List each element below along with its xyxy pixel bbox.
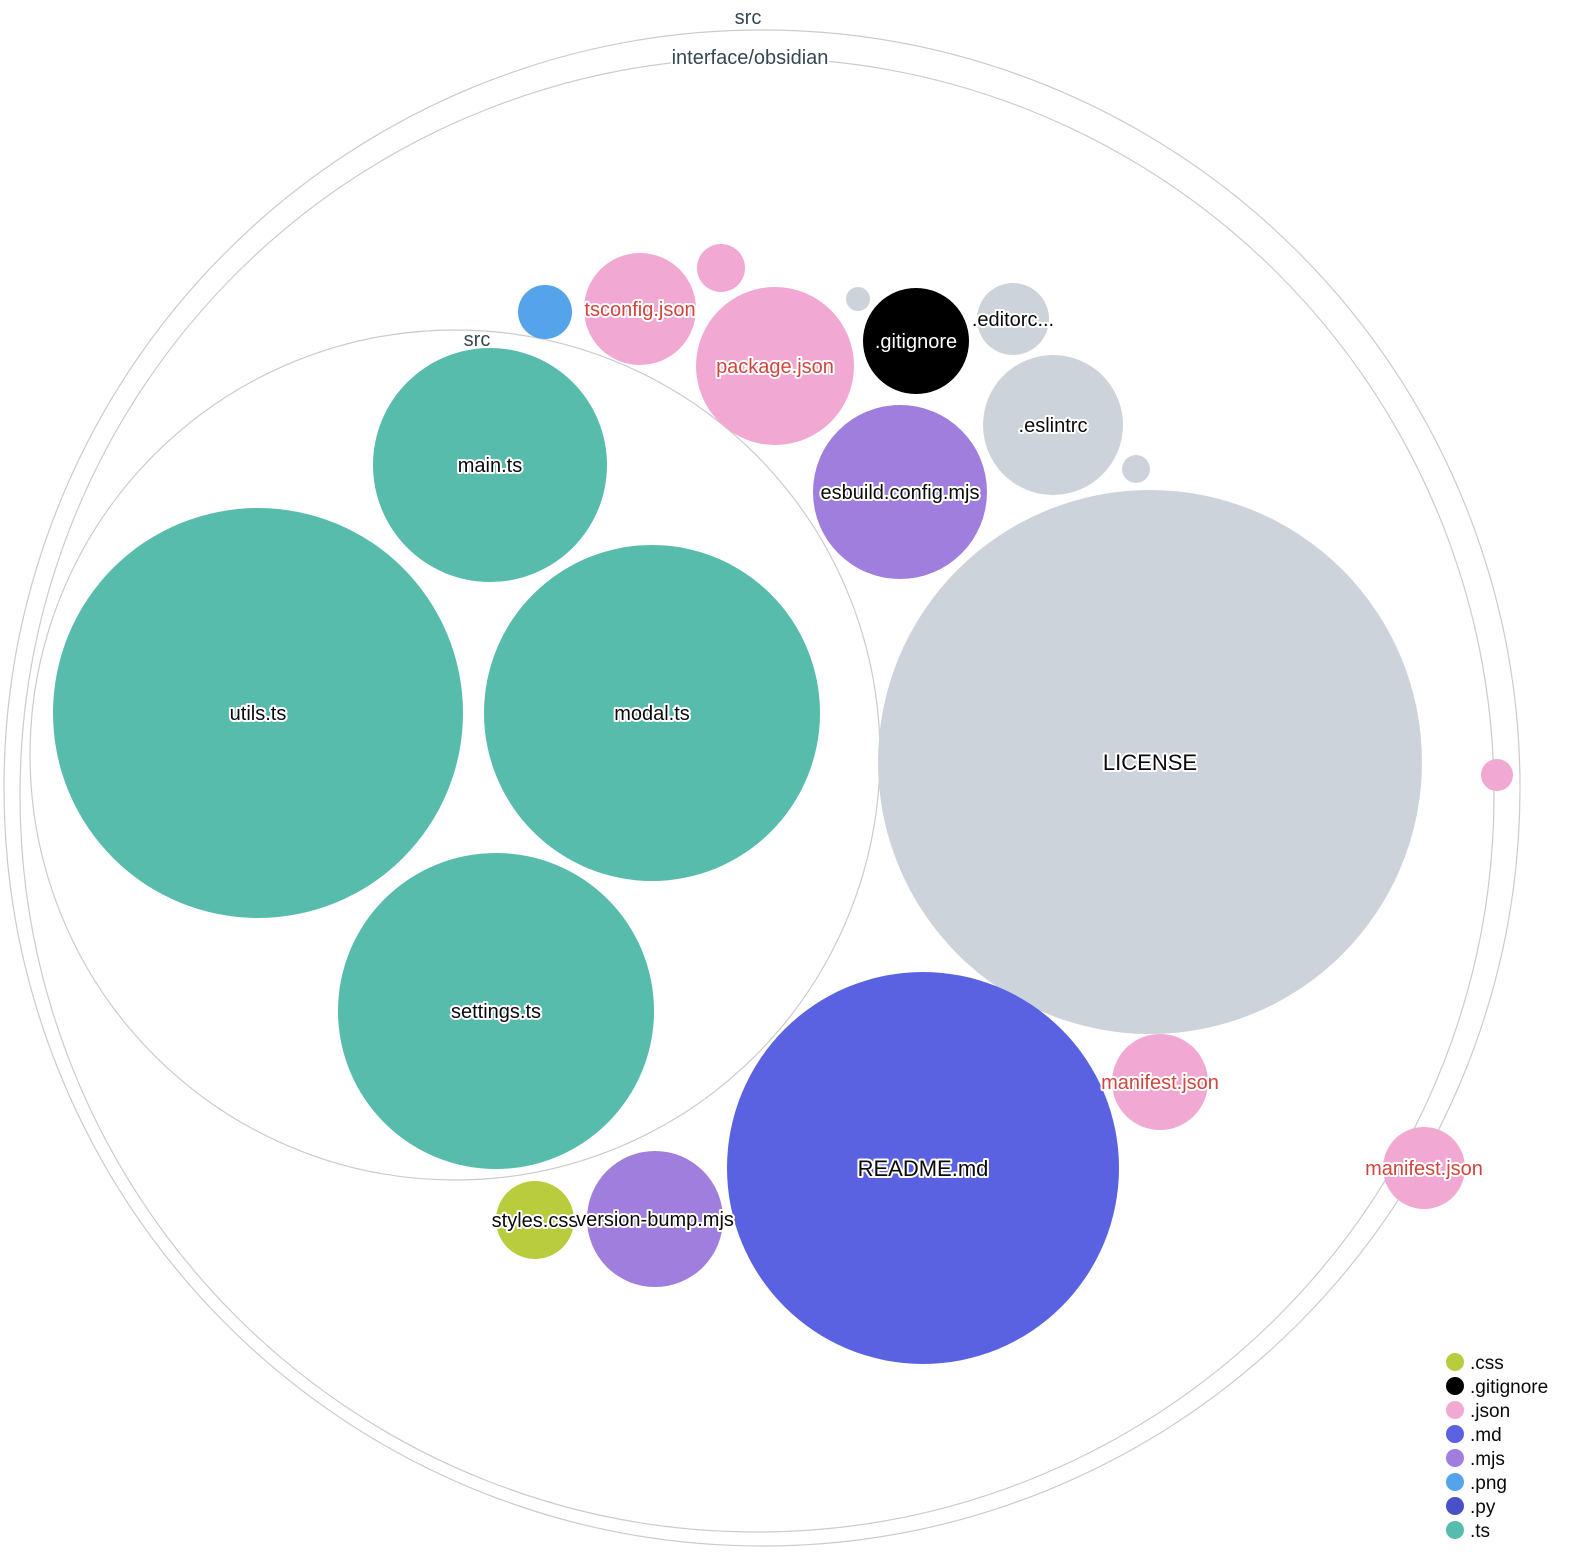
file-bubble-main-ts[interactable] — [373, 348, 607, 582]
legend-dot-css — [1446, 1353, 1464, 1371]
file-bubble-modal-ts[interactable] — [484, 545, 820, 881]
file-bubble-gitignore[interactable] — [863, 288, 969, 394]
file-bubble-manifest-json[interactable] — [1383, 1127, 1465, 1209]
folder-label-interface-obsidian-1: interface/obsidian — [672, 47, 829, 69]
file-bubble-settings-ts[interactable] — [338, 853, 654, 1169]
file-bubble-package-json[interactable] — [696, 287, 854, 445]
legend-dot-json — [1446, 1401, 1464, 1419]
legend-label-json: .json — [1470, 1401, 1510, 1422]
file-label-license: LICENSE — [1103, 750, 1197, 775]
file-label-settings-ts: settings.ts — [451, 1001, 541, 1023]
file-label-package-json: package.json — [716, 356, 834, 378]
file-label-editorc: .editorc... — [972, 309, 1054, 331]
legend-dot-png — [1446, 1473, 1464, 1491]
legend-label-md: .md — [1470, 1425, 1502, 1446]
file-bubble-eslintrc[interactable] — [983, 355, 1123, 495]
file-bubble-esbuild-config-mjs[interactable] — [813, 405, 987, 579]
file-label-esbuild-config-mjs: esbuild.config.mjs — [821, 482, 980, 504]
folder-circle-src-0 — [3, 29, 1521, 1547]
legend-label-png: .png — [1470, 1473, 1507, 1494]
legend-dot-gitignore — [1446, 1377, 1464, 1395]
legend-dot-mjs — [1446, 1449, 1464, 1467]
legend-label-ts: .ts — [1470, 1521, 1490, 1542]
file-bubble-unlabeled-6[interactable] — [697, 244, 745, 292]
file-label-eslintrc: .eslintrc — [1019, 415, 1088, 437]
file-bubble-styles-css[interactable] — [496, 1181, 574, 1259]
file-label-manifest-json: manifest.json — [1101, 1072, 1219, 1094]
file-label-manifest-json: manifest.json — [1365, 1158, 1483, 1180]
file-label-readme-md: README.md — [858, 1156, 989, 1181]
legend-label-py: .py — [1470, 1497, 1496, 1518]
legend-label-gitignore: .gitignore — [1470, 1377, 1548, 1398]
folder-circle-interface-obsidian-1 — [19, 57, 1495, 1533]
legend-label-css: .css — [1470, 1353, 1504, 1374]
file-bubble-readme-md[interactable] — [727, 972, 1119, 1364]
file-bubble-tsconfig-json[interactable] — [584, 253, 696, 365]
file-label-gitignore: .gitignore — [875, 331, 957, 353]
legend-dot-ts — [1446, 1521, 1464, 1539]
file-label-styles-css: styles.css — [492, 1210, 579, 1232]
file-label-utils-ts: utils.ts — [230, 703, 287, 725]
legend-label-mjs: .mjs — [1470, 1449, 1505, 1470]
folder-label-src-2: src — [464, 329, 491, 351]
file-bubble-version-bump-mjs[interactable] — [587, 1151, 723, 1287]
file-bubble-unlabeled-12[interactable] — [1122, 455, 1150, 483]
legend-dot-py — [1446, 1497, 1464, 1515]
file-bubble-unlabeled-8[interactable] — [846, 287, 870, 311]
file-bubble-manifest-json[interactable] — [1112, 1034, 1208, 1130]
file-bubble-editorc[interactable] — [977, 283, 1049, 355]
file-bubble-unlabeled-19[interactable] — [1481, 759, 1513, 791]
file-bubble-utils-ts[interactable] — [53, 508, 463, 918]
folder-label-src-0: src — [735, 7, 762, 29]
legend-dot-md — [1446, 1425, 1464, 1443]
file-bubble-license[interactable] — [878, 490, 1422, 1034]
file-label-main-ts: main.ts — [458, 455, 522, 477]
file-label-version-bump-mjs: version-bump.mjs — [576, 1209, 734, 1231]
file-bubble-unlabeled-4[interactable] — [518, 285, 572, 339]
file-label-tsconfig-json: tsconfig.json — [584, 299, 695, 321]
file-label-modal-ts: modal.ts — [614, 703, 690, 725]
